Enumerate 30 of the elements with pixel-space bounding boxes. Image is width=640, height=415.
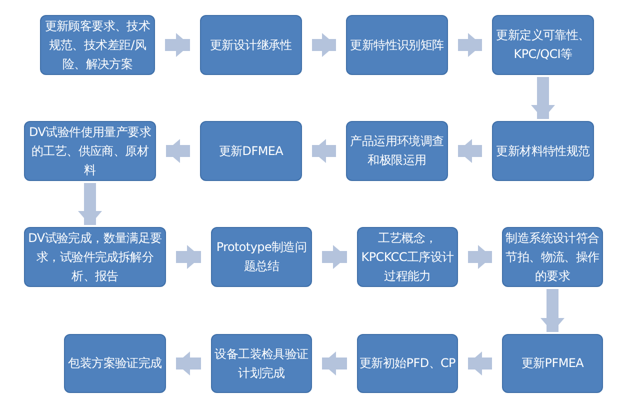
process-box: 更新PFMEA	[502, 334, 603, 393]
process-box: DV试验件使用量产要求的工艺、供应商、原材料	[24, 121, 156, 181]
block-arrow	[468, 245, 492, 269]
block-arrow	[165, 33, 190, 57]
process-box: 工艺概念，KPCKCC工序设计过程能力	[357, 227, 458, 287]
block-arrow	[312, 33, 336, 57]
block-arrow	[176, 245, 201, 269]
block-arrow	[166, 139, 190, 163]
process-box: 设备工装检具验证计划完成	[211, 334, 312, 393]
process-box: 更新初始PFD、CP	[357, 334, 458, 393]
process-box: 更新顾客要求、技术规范、技术差距/风险、解决方案	[40, 15, 155, 75]
block-arrow	[458, 139, 482, 163]
block-arrow	[312, 139, 336, 163]
process-box: 制造系统设计符合节拍、物流、操作的要求	[502, 227, 603, 287]
block-arrow	[468, 352, 492, 376]
block-arrow	[531, 77, 555, 119]
block-arrow	[540, 289, 564, 332]
block-arrow	[322, 352, 347, 376]
process-box: Prototype制造问题总结	[211, 227, 312, 287]
process-box: 更新定义可靠性、KPC/QCI等	[492, 15, 594, 75]
block-arrow	[176, 352, 201, 376]
process-box: 更新材料特性规范	[492, 121, 594, 181]
process-box: 更新特性识别矩阵	[346, 15, 448, 75]
process-box: 更新DFMEA	[200, 121, 302, 181]
process-box: 产品运用环境调查和极限运用	[346, 121, 448, 181]
block-arrow	[458, 33, 482, 57]
process-box: 包装方案验证完成	[64, 334, 166, 393]
block-arrow	[322, 245, 347, 269]
process-box: 更新设计继承性	[200, 15, 302, 75]
process-box: DV试验完成，数量满足要求，试验件完成拆解分析、报告	[24, 227, 166, 287]
